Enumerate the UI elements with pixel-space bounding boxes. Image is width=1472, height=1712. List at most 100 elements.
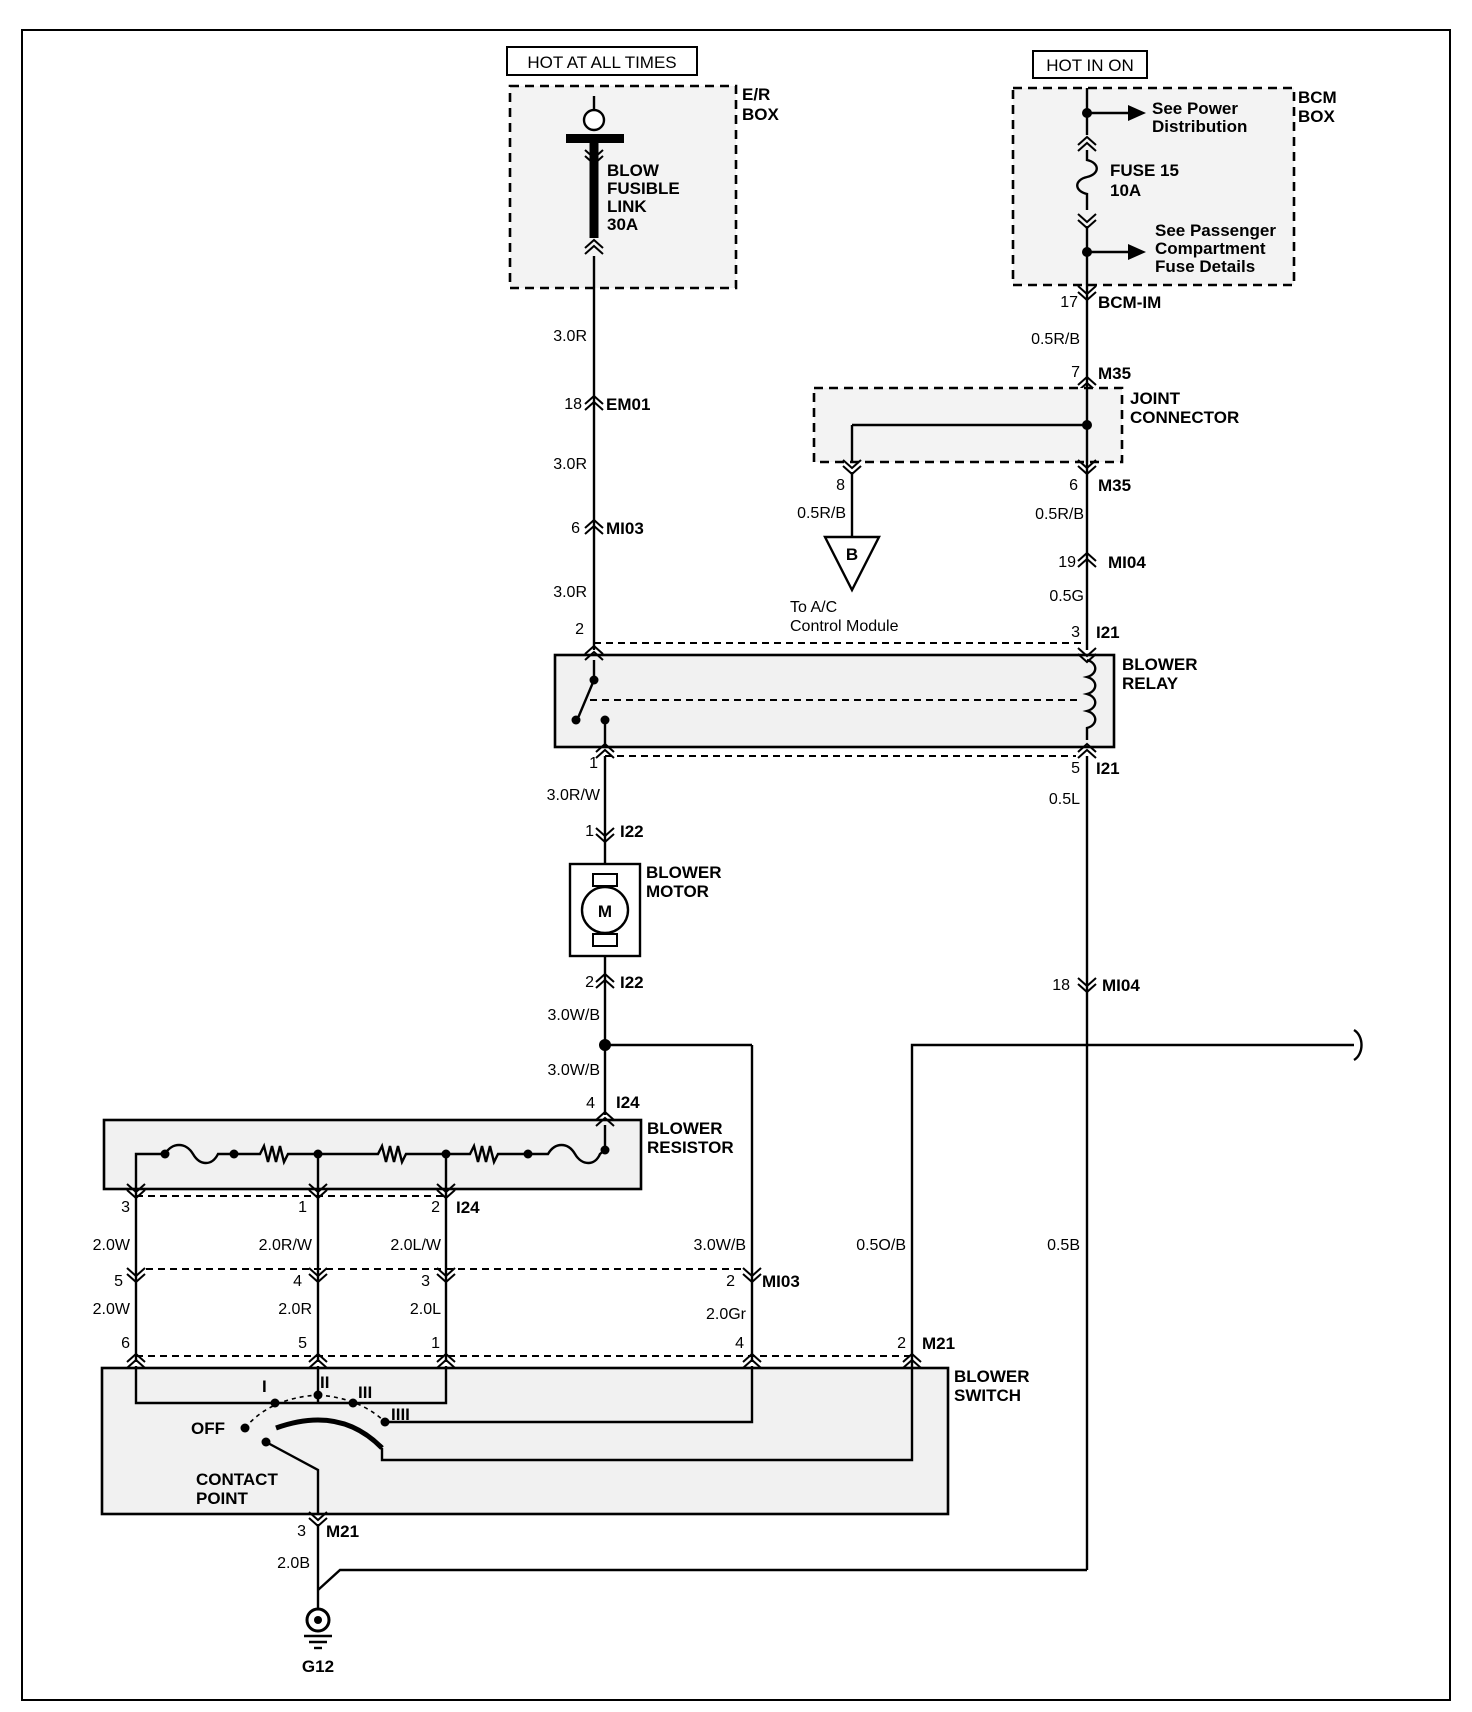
svg-text:I21: I21: [1096, 759, 1120, 778]
svg-text:3.0R: 3.0R: [553, 328, 587, 345]
svg-text:BLOWER: BLOWER: [954, 1367, 1030, 1386]
svg-text:BCM-IM: BCM-IM: [1098, 293, 1161, 312]
svg-text:6: 6: [571, 520, 580, 537]
svg-text:19: 19: [1058, 554, 1076, 571]
svg-text:Control Module: Control Module: [790, 618, 899, 635]
svg-text:0.5R/B: 0.5R/B: [1031, 331, 1080, 348]
resistor-outputs: 3 1 2 I24 2.0W 2.0R/W 2.0L/W 3.0W/B 5 4 …: [93, 1183, 800, 1362]
ground-circuit: 3 M21 2.0B G12: [277, 1511, 1087, 1676]
svg-text:3.0R: 3.0R: [553, 456, 587, 473]
svg-text:3.0W/B: 3.0W/B: [548, 1062, 600, 1079]
joint-connector: JOINT CONNECTOR: [812, 386, 1239, 464]
svg-text:I24: I24: [616, 1093, 640, 1112]
power-source-icon: [582, 108, 606, 132]
svg-text:18: 18: [1052, 977, 1070, 994]
svg-text:17: 17: [1060, 294, 1078, 311]
motor-return: 2 I22 3.0W/B 3.0W/B 4 I24: [548, 956, 754, 1362]
svg-text:HOT IN ON: HOT IN ON: [1046, 56, 1134, 75]
left-feed-circuit: 3.0R 18 EM01 3.0R 6 MI03 3.0R 2: [553, 256, 650, 650]
svg-text:2.0L: 2.0L: [410, 1301, 441, 1318]
svg-text:0.5B: 0.5B: [1047, 1237, 1080, 1254]
svg-text:HOT AT ALL TIMES: HOT AT ALL TIMES: [527, 53, 676, 72]
svg-text:M21: M21: [922, 1334, 955, 1353]
svg-text:SWITCH: SWITCH: [954, 1386, 1021, 1405]
arrow-right-icon: [1128, 105, 1146, 121]
svg-text:M: M: [598, 902, 612, 921]
svg-text:Compartment: Compartment: [1155, 239, 1266, 258]
svg-text:G12: G12: [302, 1657, 334, 1676]
svg-text:II: II: [320, 1373, 329, 1392]
page-border: [21, 29, 1451, 1701]
svg-text:BOX: BOX: [1298, 107, 1336, 126]
svg-text:1: 1: [298, 1199, 307, 1216]
svg-text:M35: M35: [1098, 476, 1131, 495]
svg-text:2.0Gr: 2.0Gr: [706, 1306, 747, 1323]
svg-text:1: 1: [431, 1335, 440, 1352]
svg-text:0.5O/B: 0.5O/B: [856, 1237, 906, 1254]
blower-motor: M BLOWER MOTOR: [568, 862, 722, 958]
svg-text:MI04: MI04: [1108, 553, 1146, 572]
svg-text:3: 3: [121, 1199, 130, 1216]
svg-text:M21: M21: [326, 1522, 359, 1541]
fuse-icon: [1076, 150, 1098, 210]
svg-text:BLOWER: BLOWER: [646, 863, 722, 882]
svg-text:EM01: EM01: [606, 395, 650, 414]
svg-text:M35: M35: [1098, 364, 1131, 383]
svg-text:Fuse Details: Fuse Details: [1155, 257, 1255, 276]
ac-control-branch: 8 0.5R/B B To A/C Control Module: [790, 459, 899, 635]
svg-text:MI04: MI04: [1102, 976, 1140, 995]
svg-text:8: 8: [836, 477, 845, 494]
svg-text:POINT: POINT: [196, 1489, 249, 1508]
svg-text:RESISTOR: RESISTOR: [647, 1138, 734, 1157]
svg-text:I22: I22: [620, 822, 644, 841]
svg-text:1: 1: [585, 823, 594, 840]
switch-contact-arc-icon: [275, 1417, 384, 1450]
svg-text:I22: I22: [620, 973, 644, 992]
svg-text:See Passenger: See Passenger: [1155, 221, 1276, 240]
svg-text:3: 3: [421, 1273, 430, 1290]
svg-text:I21: I21: [1096, 623, 1120, 642]
motor-feed: 3.0R/W 1 I22: [547, 756, 644, 873]
svg-text:5: 5: [298, 1335, 307, 1352]
svg-text:E/R: E/R: [742, 85, 770, 104]
svg-text:CONTACT: CONTACT: [196, 1470, 278, 1489]
svg-text:30A: 30A: [607, 215, 638, 234]
svg-text:4: 4: [586, 1095, 595, 1112]
svg-text:2.0W: 2.0W: [93, 1237, 131, 1254]
blower-relay: BLOWER RELAY 1 5 I21: [553, 642, 1198, 778]
motor-icon: [580, 885, 630, 935]
svg-text:0.5G: 0.5G: [1049, 588, 1084, 605]
svg-text:2.0R: 2.0R: [278, 1301, 312, 1318]
svg-text:2.0W: 2.0W: [93, 1301, 131, 1318]
relay-ground-circuit: 0.5L 18 MI04 0.5B 0.5O/B: [856, 756, 1363, 1570]
svg-text:3.0W/B: 3.0W/B: [694, 1237, 746, 1254]
relay-coil-feed: 6 M35 0.5R/B 19 MI04 0.5G 3 I21: [1035, 459, 1146, 642]
svg-text:See Power: See Power: [1152, 99, 1238, 118]
arrow-right-icon: [1128, 244, 1146, 260]
svg-text:JOINT: JOINT: [1130, 389, 1181, 408]
blower-switch: 6 5 1 4 2 M21 I II III IIII OFF CONTACT …: [100, 1334, 1030, 1516]
svg-text:LINK: LINK: [607, 197, 647, 216]
svg-text:6: 6: [121, 1335, 130, 1352]
svg-text:Distribution: Distribution: [1152, 117, 1247, 136]
hot-at-all-times-label: HOT AT ALL TIMES: [506, 46, 698, 76]
svg-text:BCM: BCM: [1298, 88, 1337, 107]
svg-text:2: 2: [726, 1273, 735, 1290]
svg-text:0.5R/B: 0.5R/B: [1035, 506, 1084, 523]
svg-text:0.5L: 0.5L: [1049, 791, 1080, 808]
svg-text:4: 4: [735, 1335, 744, 1352]
ac-module-triangle-icon: [823, 535, 881, 593]
svg-text:2.0B: 2.0B: [277, 1555, 310, 1572]
svg-text:2.0R/W: 2.0R/W: [259, 1237, 313, 1254]
svg-text:4: 4: [293, 1273, 302, 1290]
svg-text:I: I: [262, 1377, 267, 1396]
svg-text:To A/C: To A/C: [790, 599, 837, 616]
svg-text:5: 5: [1071, 760, 1080, 777]
svg-text:B: B: [846, 545, 858, 564]
svg-text:0.5R/B: 0.5R/B: [797, 505, 846, 522]
svg-text:3.0R/W: 3.0R/W: [547, 787, 601, 804]
bcm-box: BCM BOX See Power Distribution FUSE 15 1…: [1011, 86, 1337, 287]
relay-coil-icon: [1082, 658, 1097, 740]
svg-text:MI03: MI03: [606, 519, 644, 538]
